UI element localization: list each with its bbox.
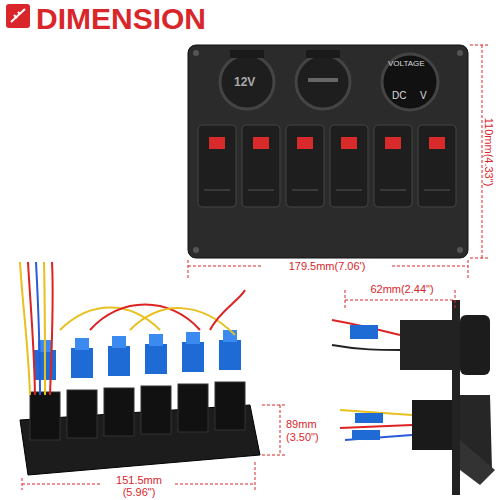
fuse-holder xyxy=(350,325,378,339)
rocker-switch xyxy=(198,125,236,207)
switch-housing xyxy=(178,384,208,432)
switch-housing xyxy=(67,390,97,438)
switch-led xyxy=(429,137,445,149)
ruler-ticks xyxy=(11,9,25,22)
fuse-terminal xyxy=(145,344,167,374)
terminal xyxy=(355,413,383,423)
switch-led xyxy=(253,137,269,149)
socket-cap xyxy=(306,50,340,58)
switch-housing xyxy=(30,392,60,440)
rocker-switch xyxy=(374,125,412,207)
mount-holes xyxy=(193,50,463,253)
switch-panel xyxy=(188,45,468,258)
side-wires xyxy=(332,320,412,440)
switch-housing xyxy=(141,386,171,434)
dimension-text: 62mm(2.44") xyxy=(368,283,435,295)
fuse-terminal xyxy=(219,340,241,370)
ruler-icon xyxy=(6,4,30,28)
dimension-text: 179.5mm(7.06') xyxy=(287,260,368,272)
meter-mark: V xyxy=(420,90,427,101)
rocker-switch xyxy=(330,125,368,207)
socket-cap xyxy=(230,50,264,58)
title: DIMENSION xyxy=(36,2,206,35)
rocker-switch xyxy=(242,125,280,207)
socket-body xyxy=(400,320,452,370)
fuse xyxy=(223,330,237,342)
switch-led xyxy=(209,137,225,149)
voltmeter xyxy=(382,54,438,110)
switch-led xyxy=(385,137,401,149)
switch-ridge xyxy=(336,190,362,191)
fuse-terminal xyxy=(108,346,130,376)
fuse xyxy=(186,332,200,344)
fuse xyxy=(149,334,163,346)
terminal xyxy=(352,430,380,440)
switch-led xyxy=(297,137,313,149)
switch-ridge xyxy=(292,190,318,191)
dimension-text: (3.50") xyxy=(286,431,319,443)
meter-mark: VOLTAGE xyxy=(388,60,425,69)
switch-ridge xyxy=(380,190,406,191)
rocker-switch xyxy=(286,125,324,207)
panel-edge xyxy=(452,300,460,495)
wires xyxy=(20,262,245,395)
switch-body xyxy=(412,400,452,450)
fuse-terminal xyxy=(71,348,93,378)
dimension-text: 110mm(4.33") xyxy=(483,118,495,187)
cigarette-socket xyxy=(220,55,274,109)
socket-mark: 12V xyxy=(234,76,255,89)
usb-port xyxy=(308,78,338,82)
switch-housing xyxy=(104,388,134,436)
meter-mark: DC xyxy=(392,90,406,101)
switch-ridge xyxy=(204,190,230,191)
switch-cover xyxy=(460,440,495,485)
dimension-lines xyxy=(188,45,488,278)
rocker-switch xyxy=(418,125,456,207)
fuse xyxy=(112,336,126,348)
socket-front xyxy=(460,315,490,375)
switch-housing xyxy=(215,382,245,430)
dimension-lines xyxy=(22,405,285,490)
fuse-terminal xyxy=(182,342,204,372)
switch-ridge xyxy=(424,190,450,191)
dimension-text: 89mm xyxy=(286,418,317,430)
switch-led xyxy=(341,137,357,149)
usb-socket xyxy=(296,55,350,109)
dimension-text: 151.5mm xyxy=(114,474,164,486)
switch-ridge xyxy=(248,190,274,191)
dimension-text: (5.96") xyxy=(121,486,158,498)
fuse xyxy=(75,338,89,350)
